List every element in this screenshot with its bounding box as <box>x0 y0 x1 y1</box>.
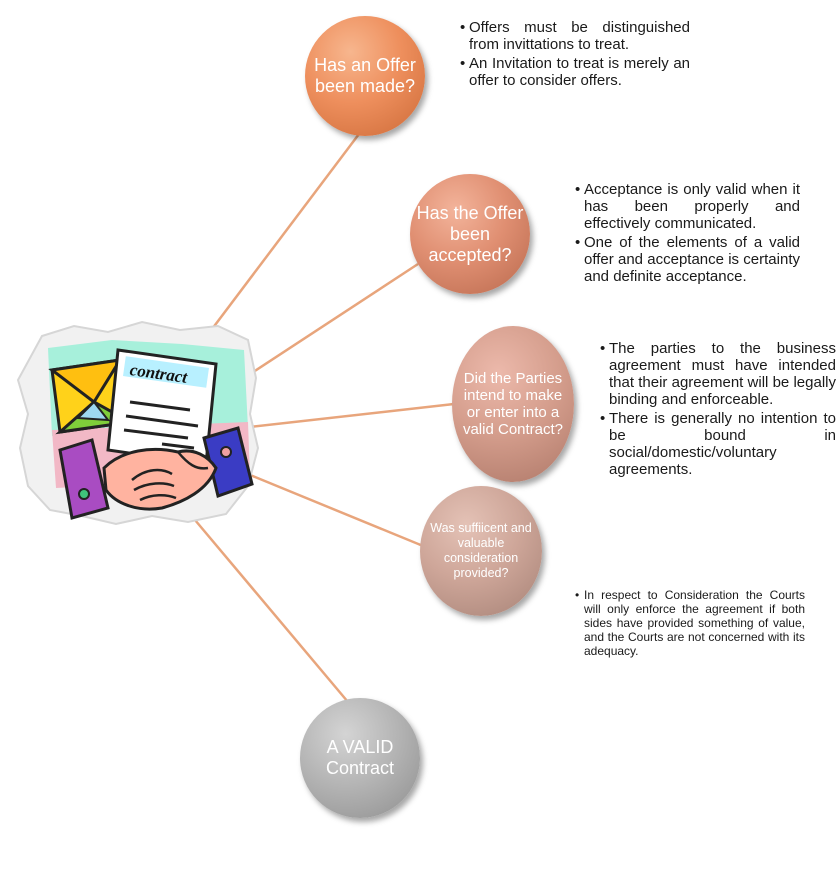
intention-note: There is generally no intention to be bo… <box>600 410 836 478</box>
offer-note: Offers must be distinguished from invitt… <box>460 19 690 53</box>
connector-line <box>237 262 419 384</box>
intention-notes: The parties to the business agreement mu… <box>600 340 836 480</box>
connector-line <box>249 402 455 429</box>
offer-notes: Offers must be distinguished from invitt… <box>460 19 690 91</box>
connector-line <box>194 519 349 703</box>
consideration-label: Was suffiicent and valuable consideratio… <box>430 521 532 580</box>
intention-label: Did the Parties intend to make or enter … <box>462 370 564 438</box>
valid-contract-label: A VALID Contract <box>325 737 395 778</box>
handshake-contract-icon: contract <box>12 318 262 528</box>
contract-document-icon: contract <box>106 348 218 466</box>
consideration-node: Was suffiicent and valuable consideratio… <box>420 486 542 616</box>
handshake-hands <box>102 447 218 511</box>
consideration-note: In respect to Consideration the Courts w… <box>575 588 805 658</box>
consideration-notes: In respect to Consideration the Courts w… <box>575 588 805 660</box>
intention-note: The parties to the business agreement mu… <box>600 340 836 408</box>
offer-made-label: Has an Offer been made? <box>314 55 416 96</box>
acceptance-note: Acceptance is only valid when it has bee… <box>575 181 800 232</box>
intention-node: Did the Parties intend to make or enter … <box>452 326 574 482</box>
offer-note: An Invitation to treat is merely an offe… <box>460 55 690 89</box>
right-sleeve <box>202 426 254 498</box>
connector-line <box>237 468 429 550</box>
acceptance-note: One of the elements of a valid offer and… <box>575 234 800 285</box>
offer-made-node: Has an Offer been made? <box>305 16 425 136</box>
offer-accepted-node: Has the Offer been accepted? <box>410 174 530 294</box>
acceptance-notes: Acceptance is only valid when it has bee… <box>575 181 800 287</box>
left-sleeve <box>58 438 110 520</box>
offer-accepted-label: Has the Offer been accepted? <box>416 202 524 265</box>
connector-line <box>199 129 363 346</box>
valid-contract-node: A VALID Contract <box>300 698 420 818</box>
